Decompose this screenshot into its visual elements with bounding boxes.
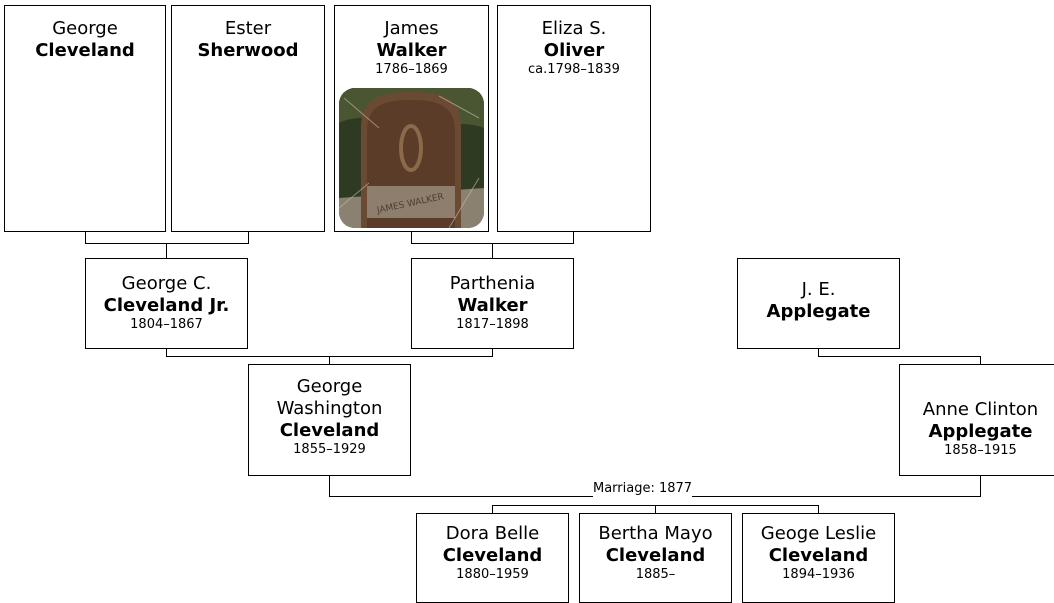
couple-line-walker-oliver xyxy=(411,232,574,244)
last-name: Walker xyxy=(457,295,528,316)
couple-line-george-c-parthenia xyxy=(166,349,493,357)
first-name: Bertha Mayo xyxy=(598,523,713,544)
couple-line-cleveland-sherwood xyxy=(85,232,249,244)
last-name: Cleveland xyxy=(442,545,543,566)
first-name: George C. xyxy=(121,273,212,294)
gravestone-photo: JAMES WALKER xyxy=(339,88,484,228)
last-name: Sherwood xyxy=(197,40,299,61)
person-george-cleveland: George Cleveland xyxy=(4,5,166,232)
life-dates: ca.1798–1839 xyxy=(528,62,620,77)
child-line-anne-clinton xyxy=(818,349,981,364)
first-name: James xyxy=(384,18,439,39)
last-name: Cleveland xyxy=(768,545,869,566)
life-dates: 1804–1867 xyxy=(130,317,203,332)
person-bertha-mayo-cleveland: Bertha Mayo Cleveland 1885– xyxy=(579,513,732,603)
last-name: Applegate xyxy=(928,421,1033,442)
life-dates: 1885– xyxy=(635,567,676,582)
life-dates: 1858–1915 xyxy=(944,443,1017,458)
first-name: J. E. xyxy=(801,279,836,300)
person-george-washington-cleveland: George Washington Cleveland 1855–1929 xyxy=(248,364,411,476)
first-name: Eliza S. xyxy=(541,18,607,39)
life-dates: 1786–1869 xyxy=(375,62,448,77)
last-name: Cleveland xyxy=(279,420,380,441)
last-name: Oliver xyxy=(543,40,605,61)
first-name: Geoge Leslie xyxy=(760,523,877,544)
last-name: Cleveland Jr. xyxy=(103,295,230,316)
life-dates: 1855–1929 xyxy=(293,442,366,457)
first-name: Dora Belle xyxy=(445,523,540,544)
person-ester-sherwood: Ester Sherwood xyxy=(171,5,325,232)
first-name: Anne Clinton xyxy=(922,399,1039,420)
person-parthenia-walker: Parthenia Walker 1817–1898 xyxy=(411,258,574,349)
first-name: Ester xyxy=(224,18,272,39)
marriage-label: Marriage: 1877 xyxy=(593,481,693,497)
last-name: Walker xyxy=(376,40,447,61)
person-anne-clinton-applegate: Anne Clinton Applegate 1858–1915 xyxy=(899,364,1054,476)
person-geoge-leslie-cleveland: Geoge Leslie Cleveland 1894–1936 xyxy=(742,513,895,603)
person-eliza-oliver: Eliza S. Oliver ca.1798–1839 xyxy=(497,5,651,232)
last-name: Cleveland xyxy=(605,545,706,566)
life-dates: 1880–1959 xyxy=(456,567,529,582)
last-name: Applegate xyxy=(766,301,871,322)
life-dates: 1894–1936 xyxy=(782,567,855,582)
first-name: George Washington xyxy=(276,376,383,419)
person-james-walker: James Walker 1786–1869 JAMES WALKER xyxy=(334,5,489,232)
life-dates: 1817–1898 xyxy=(456,317,529,332)
person-je-applegate: J. E. Applegate xyxy=(737,258,900,349)
last-name: Cleveland xyxy=(35,40,135,61)
first-name: Parthenia xyxy=(449,273,536,294)
connector-lines xyxy=(85,232,981,513)
person-dora-belle-cleveland: Dora Belle Cleveland 1880–1959 xyxy=(416,513,569,603)
person-george-c-cleveland-jr: George C. Cleveland Jr. 1804–1867 xyxy=(85,258,248,349)
first-name: George xyxy=(52,18,118,39)
